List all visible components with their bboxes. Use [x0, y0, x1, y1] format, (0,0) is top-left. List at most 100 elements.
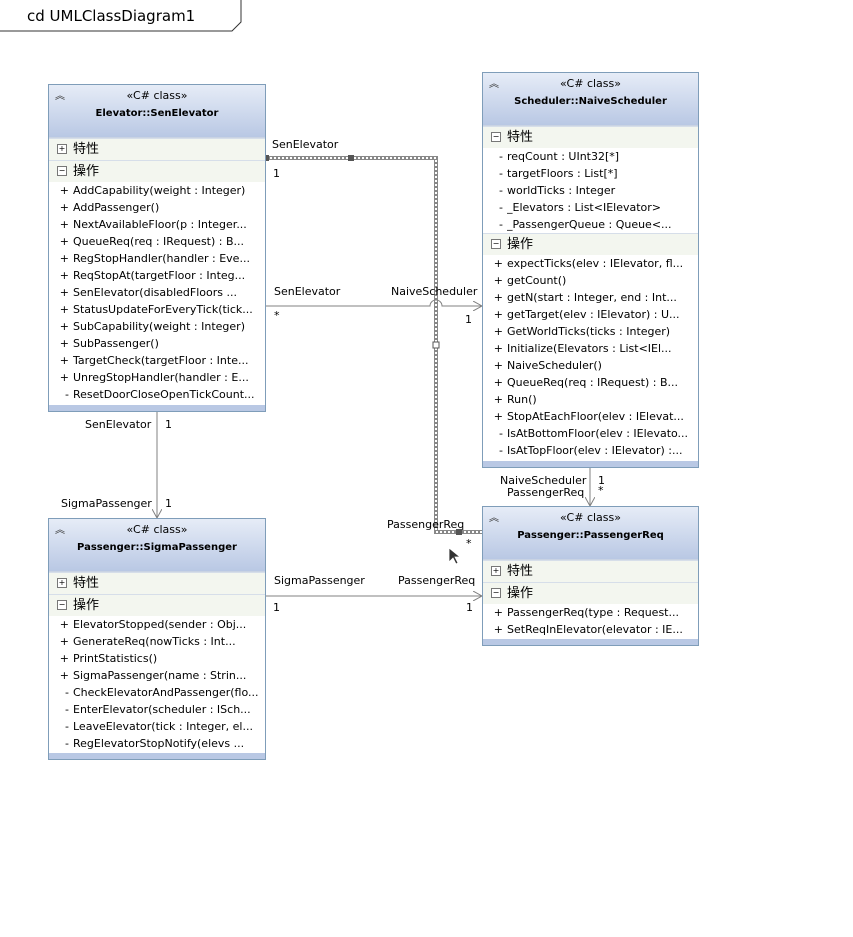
member-row[interactable]: +getCount() [483, 272, 698, 289]
member-row[interactable]: + SetReqInElevator(elevator : IE... [483, 621, 698, 638]
class-stereotype: «C# class» [126, 523, 188, 536]
visibility-marker: + [493, 325, 503, 338]
member-row[interactable]: +SubPassenger() [49, 335, 265, 352]
assoc-multiplicity: 1 [165, 497, 172, 510]
assoc-end-label: PassengerReq [387, 518, 465, 531]
member-row[interactable]: +NaiveScheduler() [483, 357, 698, 374]
operations-section[interactable]: −操作 [483, 582, 698, 604]
member-row[interactable]: +StopAtEachFloor(elev : IElevat... [483, 408, 698, 425]
class-passenger-req[interactable]: ︽ «C# class» Passenger::PassengerReq +特性… [482, 506, 699, 646]
member-row[interactable]: +UnregStopHandler(handler : E... [49, 369, 265, 386]
member-row[interactable]: -targetFloors : List[*] [483, 165, 698, 182]
member-row[interactable]: +RegStopHandler(handler : Eve... [49, 250, 265, 267]
member-row[interactable]: -reqCount : UInt32[*] [483, 148, 698, 165]
member-row[interactable]: +getTarget(elev : IElevator) : U... [483, 306, 698, 323]
member-row[interactable]: +QueueReq(req : IRequest) : B... [483, 374, 698, 391]
class-footer [483, 639, 698, 645]
member-row[interactable]: -IsAtTopFloor(elev : IElevator) :... [483, 442, 698, 459]
class-header[interactable]: ︽ «C# class» Passenger::SigmaPassenger [49, 519, 265, 572]
attributes-section[interactable]: −特性 [483, 126, 698, 148]
member-row[interactable]: +GenerateReq(nowTicks : Int... [49, 633, 265, 650]
member-row[interactable]: -LeaveElevator(tick : Integer, el... [49, 718, 265, 735]
class-sigma-passenger[interactable]: ︽ «C# class» Passenger::SigmaPassenger +… [48, 518, 266, 760]
member-row[interactable]: +GetWorldTicks(ticks : Integer) [483, 323, 698, 340]
association-elevator-scheduler[interactable] [266, 299, 482, 306]
collapse-chevron-icon[interactable]: ︽ [55, 91, 65, 102]
member-signature: LeaveElevator(tick : Integer, el... [73, 720, 253, 733]
member-row[interactable]: +SenElevator(disabledFloors ... [49, 284, 265, 301]
member-row[interactable]: +NextAvailableFloor(p : Integer... [49, 216, 265, 233]
member-signature: getN(start : Integer, end : Int... [507, 291, 677, 304]
member-row[interactable]: +ElevatorStopped(sender : Obj... [49, 616, 265, 633]
member-signature: ReqStopAt(targetFloor : Integ... [73, 269, 246, 282]
expand-plus-icon[interactable]: + [57, 144, 67, 154]
member-row[interactable]: +expectTicks(elev : IElevator, fl... [483, 255, 698, 272]
selection-handle[interactable] [432, 341, 440, 349]
attributes-section[interactable]: +特性 [49, 138, 265, 160]
collapse-minus-icon[interactable]: − [491, 239, 501, 249]
member-row[interactable]: -CheckElevatorAndPassenger(flo... [49, 684, 265, 701]
collapse-minus-icon[interactable]: − [491, 132, 501, 142]
member-signature: SetReqInElevator(elevator : IE... [507, 623, 683, 636]
member-row[interactable]: +ReqStopAt(targetFloor : Integ... [49, 267, 265, 284]
member-signature: reqCount : UInt32[*] [507, 150, 620, 163]
association-selected[interactable] [263, 155, 482, 535]
frame-title: cd UMLClassDiagram1 [27, 7, 196, 25]
member-row[interactable]: +AddPassenger() [49, 199, 265, 216]
member-signature: Initialize(Elevators : List<IEl... [507, 342, 672, 355]
visibility-marker: + [493, 308, 503, 321]
member-row[interactable]: +TargetCheck(targetFloor : Inte... [49, 352, 265, 369]
class-header[interactable]: ︽ «C# class» Scheduler::NaiveScheduler [483, 73, 698, 126]
visibility-marker: + [493, 623, 503, 636]
collapse-chevron-icon[interactable]: ︽ [55, 525, 65, 536]
member-signature: StatusUpdateForEveryTick(tick... [73, 303, 253, 316]
member-signature: ResetDoorCloseOpenTickCount... [73, 388, 255, 401]
expand-plus-icon[interactable]: + [491, 566, 501, 576]
member-signature: RegStopHandler(handler : Eve... [73, 252, 250, 265]
operations-section[interactable]: −操作 [49, 160, 265, 182]
member-row[interactable]: +SigmaPassenger(name : Strin... [49, 667, 265, 684]
attributes-section[interactable]: +特性 [483, 560, 698, 582]
collapse-minus-icon[interactable]: − [57, 600, 67, 610]
member-row[interactable]: -EnterElevator(scheduler : ISch... [49, 701, 265, 718]
member-row[interactable]: -_PassengerQueue : Queue<... [483, 216, 698, 233]
collapse-minus-icon[interactable]: − [491, 588, 501, 598]
member-row[interactable]: +Initialize(Elevators : List<IEl... [483, 340, 698, 357]
expand-plus-icon[interactable]: + [57, 578, 67, 588]
member-row[interactable]: +Run() [483, 391, 698, 408]
class-naive-scheduler[interactable]: ︽ «C# class» Scheduler::NaiveScheduler −… [482, 72, 699, 468]
collapse-chevron-icon[interactable]: ︽ [489, 513, 499, 524]
class-sen-elevator[interactable]: ︽ «C# class» Elevator::SenElevator +特性 −… [48, 84, 266, 412]
member-row[interactable]: -_Elevators : List<IElevator> [483, 199, 698, 216]
member-row[interactable]: +getN(start : Integer, end : Int... [483, 289, 698, 306]
visibility-marker: - [499, 184, 503, 197]
collapse-chevron-icon[interactable]: ︽ [489, 79, 499, 90]
assoc-end-label: NaiveScheduler [391, 285, 478, 298]
member-signature: SigmaPassenger(name : Strin... [73, 669, 247, 682]
member-row[interactable]: +AddCapability(weight : Integer) [49, 182, 265, 199]
member-row[interactable]: -ResetDoorCloseOpenTickCount... [49, 386, 265, 403]
member-signature: _PassengerQueue : Queue<... [507, 218, 672, 231]
assoc-multiplicity: 1 [466, 601, 473, 614]
member-row[interactable]: +PassengerReq(type : Request... [483, 604, 698, 621]
operations-section[interactable]: −操作 [49, 594, 265, 616]
member-row[interactable]: -RegElevatorStopNotify(elevs ... [49, 735, 265, 752]
mouse-cursor-icon [448, 547, 462, 565]
selection-handle[interactable] [348, 155, 354, 161]
member-row[interactable]: -worldTicks : Integer [483, 182, 698, 199]
class-header[interactable]: ︽ «C# class» Elevator::SenElevator [49, 85, 265, 138]
operations-section[interactable]: −操作 [483, 233, 698, 255]
member-row[interactable]: +SubCapability(weight : Integer) [49, 318, 265, 335]
visibility-marker: + [59, 652, 69, 665]
selection-handle[interactable] [456, 529, 462, 535]
member-row[interactable]: +QueueReq(req : IRequest) : B... [49, 233, 265, 250]
class-header[interactable]: ︽ «C# class» Passenger::PassengerReq [483, 507, 698, 560]
attributes-section[interactable]: +特性 [49, 572, 265, 594]
member-row[interactable]: +PrintStatistics() [49, 650, 265, 667]
collapse-minus-icon[interactable]: − [57, 166, 67, 176]
member-row[interactable]: -IsAtBottomFloor(elev : IElevato... [483, 425, 698, 442]
member-row[interactable]: +StatusUpdateForEveryTick(tick... [49, 301, 265, 318]
selection-handle[interactable] [263, 155, 269, 161]
assoc-end-label: PassengerReq [398, 574, 476, 587]
visibility-marker: + [59, 218, 69, 231]
